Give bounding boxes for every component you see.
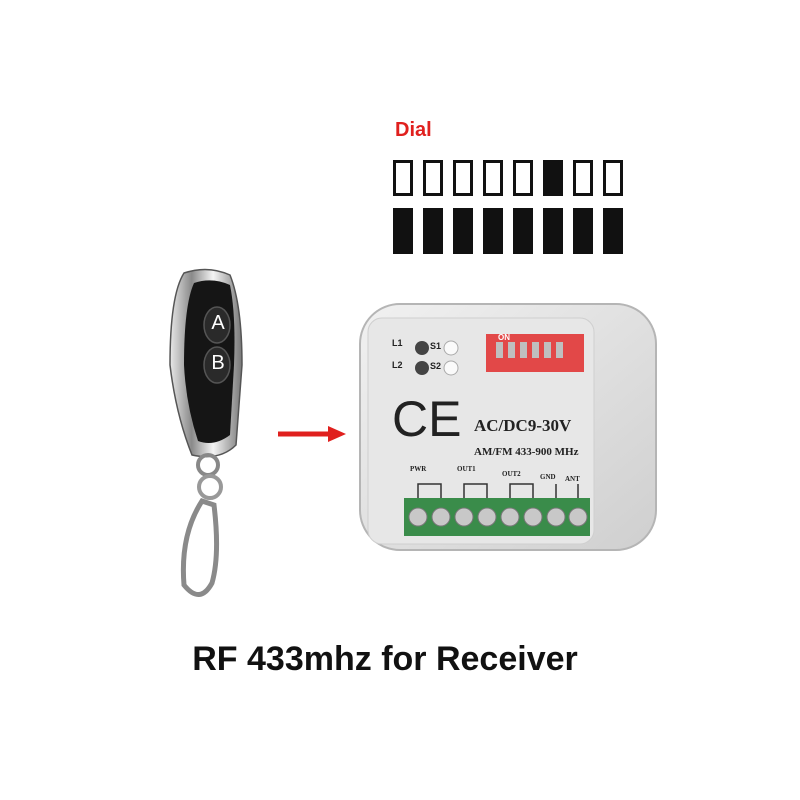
arrow-right-icon	[278, 426, 346, 442]
dip-switch-top-1	[393, 160, 413, 196]
terminal-label-out2: OUT2	[502, 470, 521, 478]
remote-key-fob	[169, 268, 243, 597]
remote-button-b	[203, 346, 231, 384]
dip-switch-bottom-5	[513, 208, 533, 254]
button-label-s2: S2	[430, 361, 442, 371]
dip-switch-bottom-3	[453, 208, 473, 254]
button-label-s1: S1	[430, 341, 442, 351]
dip-on-label: ON	[498, 333, 510, 342]
terminal-label-out1: OUT1	[457, 465, 476, 473]
voltage-label: AC/DC9-30V	[474, 416, 572, 435]
key-ring-loop	[196, 453, 220, 477]
remote-button-b-label: B	[211, 352, 225, 374]
terminal-label-ant: ANT	[565, 475, 580, 483]
dip-switch-bottom-1	[393, 208, 413, 254]
dip-switch-top-6	[543, 160, 563, 196]
dip-switch-top-4	[483, 160, 503, 196]
dip-switch-top-3	[453, 160, 473, 196]
ce-mark: CE	[392, 391, 462, 447]
dial-label: Dial	[395, 119, 432, 141]
receiver-module	[359, 303, 657, 551]
frequency-label: AM/FM 433-900 MHz	[474, 446, 579, 458]
remote-button-a-label: A	[211, 312, 225, 334]
dip-switch-top-5	[513, 160, 533, 196]
terminal-label-pwr: PWR	[410, 465, 427, 473]
remote-button-a	[203, 306, 231, 344]
dip-switch-top-7	[573, 160, 593, 196]
led-label-l2: L2	[392, 360, 403, 370]
terminal-label-gnd: GND	[540, 473, 556, 481]
dip-switch-top-2	[423, 160, 443, 196]
dip-switch-bottom-6	[543, 208, 563, 254]
dip-switch-bottom-8	[603, 208, 623, 254]
dip-switch-bottom-2	[423, 208, 443, 254]
dip-switch-bottom-4	[483, 208, 503, 254]
product-caption: RF 433mhz for Receiver	[192, 640, 578, 678]
led-label-l1: L1	[392, 338, 403, 348]
dip-switch-bottom-7	[573, 208, 593, 254]
dip-switch-top-8	[603, 160, 623, 196]
key-clasp	[180, 498, 220, 597]
